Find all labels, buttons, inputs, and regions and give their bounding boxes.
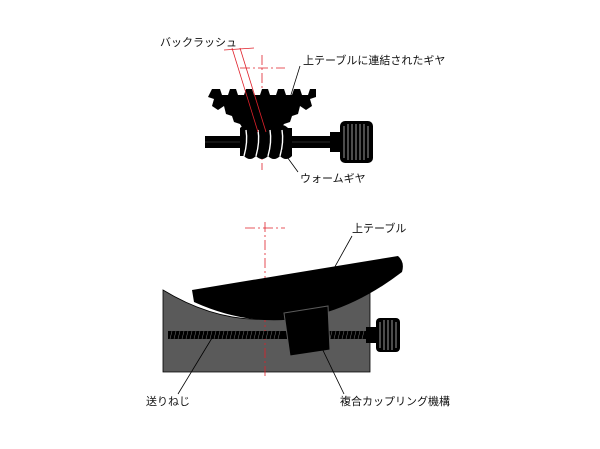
leader-worm: [281, 149, 299, 173]
backlash-arrow: [223, 47, 255, 51]
table-gear: [208, 89, 316, 130]
worm-gear-assembly: バックラッシュ 上テーブルに連結されたギヤ ウォームギヤ: [160, 36, 445, 185]
backlash-line-1: [231, 47, 259, 133]
knurled-knob-icon: [366, 318, 400, 352]
worm-gear-label: ウォームギヤ: [300, 172, 366, 185]
coupling-label: 複合カップリング機構: [340, 394, 450, 408]
coupling-block: [283, 305, 331, 357]
leader-coupling: [317, 339, 345, 395]
knurled-knob-icon: [330, 121, 373, 163]
backlash-line-2: [239, 47, 267, 133]
leader-upper-table: [321, 235, 353, 291]
feed-screw-threads: [169, 330, 365, 340]
gear-label: 上テーブルに連結されたギヤ: [303, 53, 445, 67]
upper-table: [192, 256, 403, 321]
table-assembly: 上テーブル 送りねじ 複合カップリング機構: [146, 221, 450, 408]
leader-feed-screw: [177, 337, 213, 395]
upper-table-label: 上テーブル: [352, 221, 406, 235]
worm-thread: [240, 125, 292, 159]
worm-thread-grooves: [243, 129, 284, 157]
leader-gear: [289, 65, 301, 99]
backlash-label: バックラッシュ: [160, 36, 237, 49]
feed-screw-label: 送りねじ: [146, 394, 190, 408]
